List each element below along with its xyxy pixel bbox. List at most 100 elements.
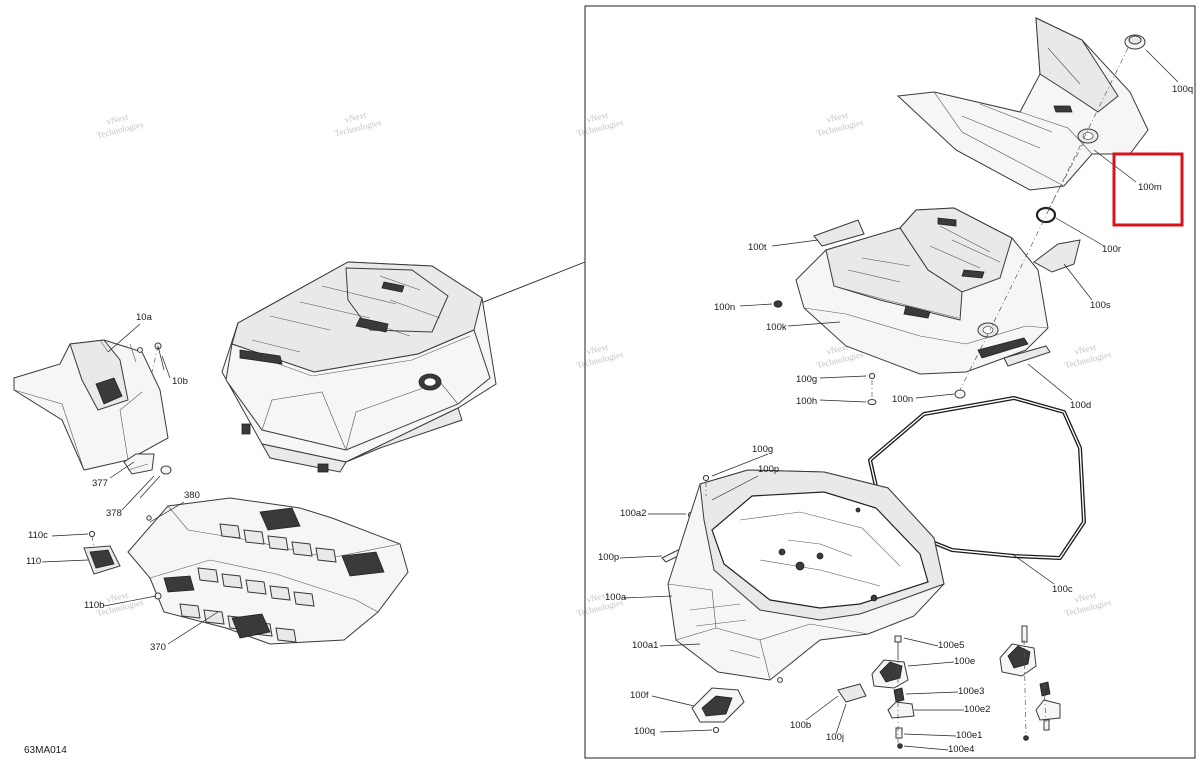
callout-leader-100h [819, 399, 867, 403]
callout-leader-370 [167, 611, 219, 645]
decal-part-100s [1033, 239, 1081, 273]
callout-label-100a1: 100a1 [632, 640, 658, 651]
callout-label-100p_top: 100p [758, 464, 779, 475]
callout-leader-100n_bottom [915, 393, 955, 399]
callout-leader-100a1 [659, 643, 701, 647]
callout-leader-100e [907, 661, 955, 667]
callout-label-100p_left: 100p [598, 552, 619, 563]
callout-leader-100f [651, 695, 695, 707]
callout-label-378: 378 [106, 508, 122, 519]
callout-label-100k: 100k [766, 322, 787, 333]
plate-window [275, 627, 297, 643]
plate-window [179, 603, 201, 619]
callout-leader-110 [41, 559, 89, 563]
plate-window [219, 523, 241, 539]
callout-leader-100e1 [903, 733, 957, 737]
mount-part-110 [83, 530, 121, 575]
callout-leader-100q_bottom [659, 729, 713, 733]
box-body-part [667, 469, 945, 683]
plate-window [315, 547, 337, 563]
nut-part-378 [139, 465, 172, 499]
callout-leader-377 [109, 461, 135, 479]
callout-label-100r: 100r [1102, 244, 1121, 255]
knob-part-100q [1124, 34, 1146, 50]
callout-leader-100n_left [739, 303, 773, 307]
callout-label-370: 370 [150, 642, 166, 653]
callout-leader-378 [121, 475, 155, 511]
callout-leader-10a [107, 323, 141, 353]
highlight-box-100m [1112, 152, 1184, 227]
callout-label-100b: 100b [790, 720, 811, 731]
callout-label-100e: 100e [954, 656, 975, 667]
callout-label-100s: 100s [1090, 300, 1111, 311]
detail-frame [584, 5, 1196, 759]
plate-window [291, 541, 313, 557]
callout-leader-100g_top [819, 375, 867, 379]
callout-leader-100t [771, 239, 819, 247]
callout-label-100q_top: 100q [1172, 84, 1193, 95]
callout-leader-100g_mid [711, 453, 769, 477]
callout-leader-110b [103, 595, 157, 607]
callout-label-100a2: 100a2 [620, 508, 646, 519]
plate-window [293, 591, 315, 607]
callout-label-100n_left: 100n [714, 302, 735, 313]
callout-label-100j: 100j [826, 732, 844, 743]
plate-window [197, 567, 219, 583]
callout-label-10b: 10b [172, 376, 188, 387]
plate-window [221, 573, 243, 589]
callout-leader-100q_top [1145, 49, 1179, 83]
callout-leader-100b [805, 695, 839, 721]
callout-leader-100p_top [711, 475, 759, 501]
callout-label-100q_bottom: 100q [634, 726, 655, 737]
base-plate-part [127, 497, 409, 645]
callout-leader-380 [149, 501, 185, 523]
callout-labels: 10a10b377378380110c110110b370100q100m100… [26, 84, 1193, 755]
callout-label-100c: 100c [1052, 584, 1073, 595]
callout-label-100f: 100f [630, 690, 649, 701]
callout-label-110c: 110c [28, 530, 48, 541]
callout-label-100e4: 100e4 [948, 744, 974, 755]
callout-label-100n_bottom: 100n [892, 394, 913, 405]
callout-label-100g_top: 100g [796, 374, 817, 385]
latch-part-100f [691, 687, 745, 723]
callout-leader-110c [51, 533, 89, 537]
plate-window [267, 535, 289, 551]
callout-label-100d: 100d [1070, 400, 1091, 411]
callout-label-380: 380 [184, 490, 200, 501]
callout-leader-100p_left [619, 555, 663, 559]
diagram-code: 63MA014 [24, 745, 67, 756]
callout-leader-100e3 [905, 691, 959, 695]
callout-label-100e1: 100e1 [956, 730, 982, 741]
lid-part [795, 207, 1049, 375]
plate-window [243, 529, 265, 545]
callout-label-110: 110 [26, 556, 41, 567]
plate-window [245, 579, 267, 595]
callout-leader-100e4 [903, 745, 949, 751]
callout-leader-10b [161, 355, 171, 379]
callout-label-100e2: 100e2 [964, 704, 990, 715]
callout-label-377: 377 [92, 478, 108, 489]
assembly-dash-lines [91, 47, 1129, 744]
latch-assembly-100e [871, 635, 915, 749]
upper-bracket-part [13, 339, 169, 471]
callout-label-100e5: 100e5 [938, 640, 964, 651]
callout-label-110b: 110b [84, 600, 104, 611]
callout-leader-100s [1063, 263, 1093, 301]
ring-part-100r [1035, 206, 1057, 224]
decal-part-100t [813, 219, 865, 247]
top-cover-part [896, 17, 1149, 191]
callout-label-100e3: 100e3 [958, 686, 984, 697]
callout-label-100h: 100h [796, 396, 817, 407]
callout-leader-100d [1027, 363, 1073, 401]
plate-window [269, 585, 291, 601]
callout-label-10a: 10a [136, 312, 153, 323]
callout-leader-100e5 [903, 637, 939, 647]
callout-leader-100j [835, 703, 847, 735]
